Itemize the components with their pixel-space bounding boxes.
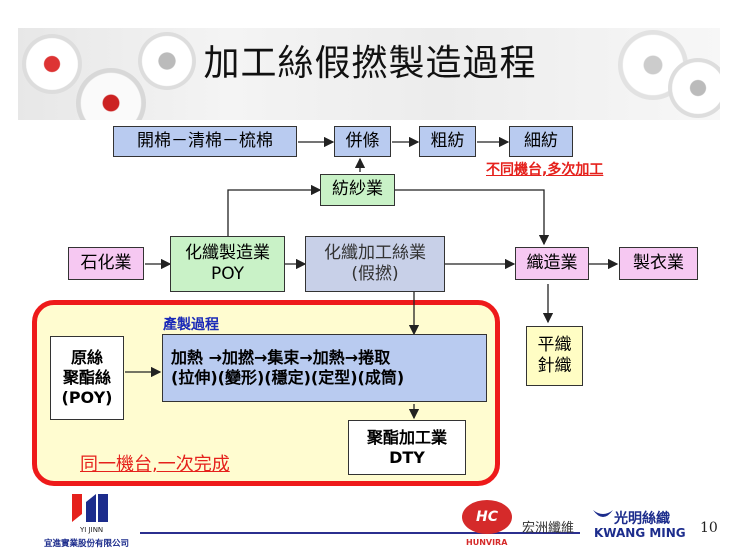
hunvira-logo: HC bbox=[462, 500, 512, 534]
yarn-spool-image bbox=[76, 68, 146, 120]
drawing-box: 併條 bbox=[334, 126, 391, 157]
single-machine-note: 同一機台,一次完成 bbox=[80, 454, 230, 475]
yi-jinn-name-en: YI JINN bbox=[80, 526, 104, 534]
raw-yarn-box: 原絲 聚酯絲 (POY) bbox=[50, 336, 124, 420]
synthetic-fiber-box: 化纖製造業 POY bbox=[170, 236, 285, 292]
multi-machine-note: 不同機台,多次加工 bbox=[486, 162, 604, 178]
process-steps-box: 加熱 →加撚→集束→加熱→捲取 (拉伸)(變形)(穩定)(定型)(成筒) bbox=[162, 334, 487, 402]
yarn-spool-image bbox=[138, 32, 196, 90]
yarn-spool-image bbox=[668, 58, 720, 118]
footer-divider bbox=[140, 532, 580, 534]
yi-jinn-logo bbox=[68, 492, 112, 524]
yi-jinn-logo-icon bbox=[72, 494, 108, 522]
spinning-industry-box: 紡紗業 bbox=[320, 174, 395, 206]
kwang-ming-logo-icon bbox=[593, 510, 613, 517]
title-banner bbox=[18, 28, 720, 120]
page-title: 加工絲假撚製造過程 bbox=[203, 43, 537, 84]
kwang-ming-name-cn: 光明絲織 bbox=[614, 511, 670, 527]
yi-jinn-name-cn: 宜進實業股份有限公司 bbox=[44, 539, 130, 549]
fine-spinning-box: 細紡 bbox=[509, 126, 573, 157]
texturing-box: 化纖加工絲業 (假撚) bbox=[305, 236, 445, 292]
cotton-prep-box: 開棉－清棉－梳棉 bbox=[113, 126, 297, 157]
garment-box: 製衣業 bbox=[619, 247, 698, 280]
process-label: 產製過程 bbox=[163, 317, 219, 333]
hunvira-name-en: HUNVIRA bbox=[466, 538, 508, 547]
kwang-ming-name-en: KWANG MING bbox=[594, 526, 686, 540]
fabric-types-box: 平織 針織 bbox=[526, 326, 583, 386]
dty-box: 聚酯加工業 DTY bbox=[348, 420, 466, 475]
page-number: 10 bbox=[700, 520, 718, 536]
petrochemical-box: 石化業 bbox=[68, 247, 144, 280]
kwang-ming-logo bbox=[592, 508, 614, 524]
weaving-box: 織造業 bbox=[515, 247, 589, 280]
yarn-spool-image bbox=[22, 34, 82, 94]
hunvira-logo-mark: HC bbox=[476, 509, 498, 525]
roving-box: 粗紡 bbox=[419, 126, 476, 157]
hunvira-name-cn: 宏洲纖維 bbox=[522, 521, 575, 536]
